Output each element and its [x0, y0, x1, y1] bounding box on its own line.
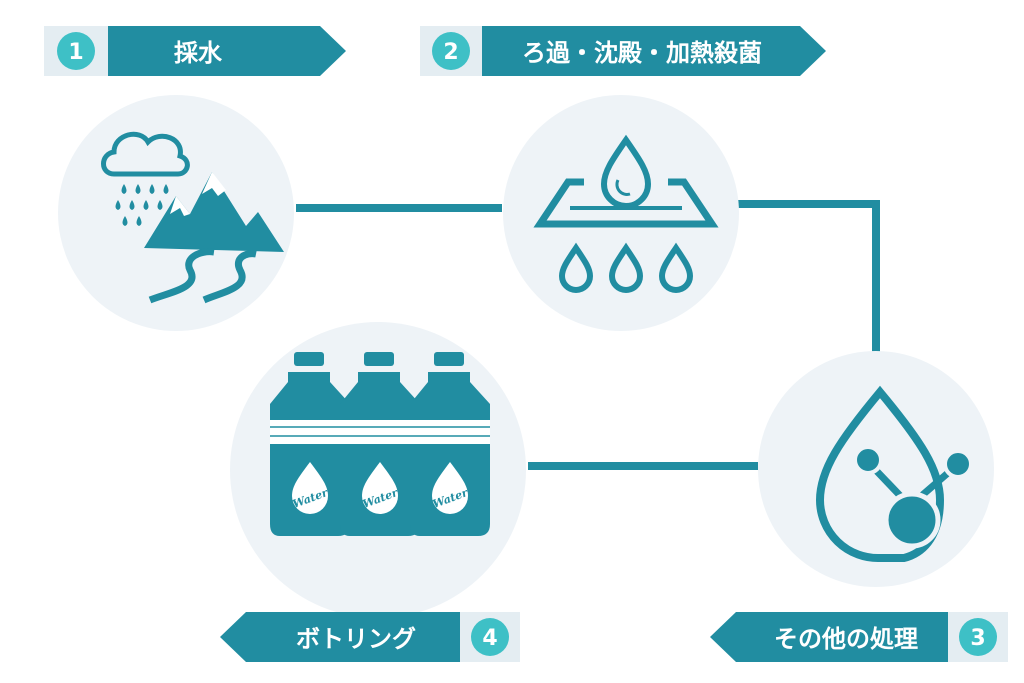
- step-3-banner: その他の処理 3: [710, 612, 1008, 662]
- bottle-3: Water: [410, 352, 490, 536]
- water-bottles-icon: Water Water Water: [270, 352, 490, 536]
- step-3-arrow: [710, 612, 948, 662]
- step-1-label: 採水: [174, 39, 223, 67]
- step-4-arrow: [220, 612, 460, 662]
- step-4-number-dot: [471, 618, 509, 656]
- step-4-label: ボトリング: [296, 625, 416, 653]
- step-1-arrow: [108, 26, 346, 76]
- filter-drops-icon: [533, 134, 719, 293]
- connector-2-3: [738, 200, 880, 353]
- connector-lines: [296, 200, 880, 470]
- step-3-number-dot: [959, 618, 997, 656]
- step-1-number-dot: [57, 32, 95, 70]
- step-1-banner: 1 採水: [44, 26, 346, 76]
- step-2-number-dot: [432, 32, 470, 70]
- step-2-number: 2: [443, 40, 458, 65]
- step-4-banner: ボトリング 4: [220, 612, 520, 662]
- step-2-arrow: [482, 26, 826, 76]
- bottle-2: Water: [340, 352, 420, 536]
- step-1-number: 1: [68, 40, 83, 65]
- bottle-1: Water: [270, 352, 350, 536]
- molecule-drop-icon: [815, 385, 973, 563]
- step-3-label: その他の処理: [774, 625, 918, 653]
- step-3-number: 3: [970, 626, 985, 651]
- step-2-banner: 2 ろ過・沈殿・加熱殺菌: [420, 26, 826, 76]
- rain-mountain-icon: [101, 131, 284, 304]
- step-4-number: 4: [482, 626, 497, 651]
- step-2-label: ろ過・沈殿・加熱殺菌: [522, 39, 762, 67]
